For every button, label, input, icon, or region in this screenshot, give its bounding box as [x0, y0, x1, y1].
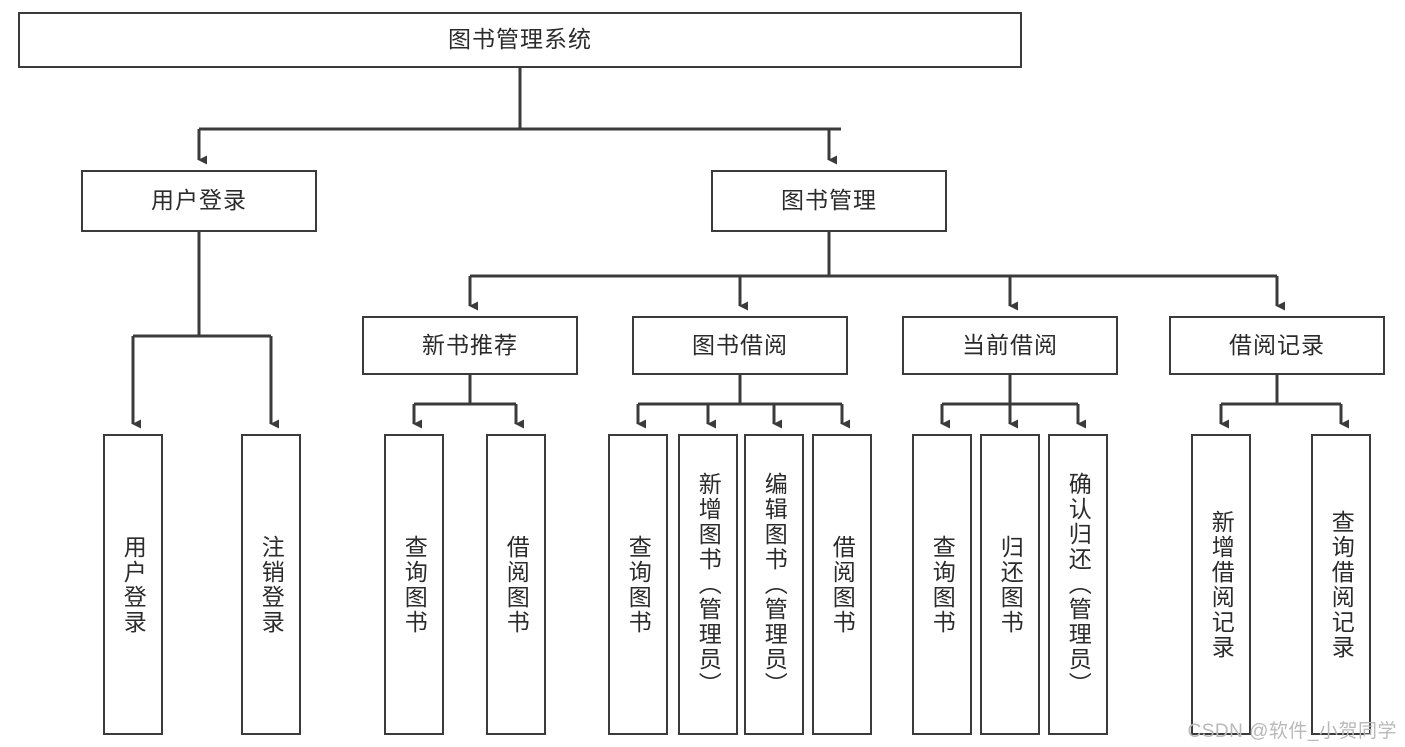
node-root-label: 图书管理系统 [448, 26, 592, 53]
leaf-borrow-borrow-book[interactable]: 借阅图书 [812, 434, 872, 735]
node-book-borrow-label: 图书借阅 [692, 331, 788, 358]
leaf-record-add-record[interactable]: 新增借阅记录 [1191, 434, 1251, 735]
node-new-book-recommend[interactable]: 新书推荐 [362, 316, 578, 375]
leaf-label: 借阅图书 [503, 534, 530, 635]
leaf-label: 新增图书（管理员） [695, 472, 722, 697]
node-user-login[interactable]: 用户登录 [81, 170, 317, 232]
leaf-label: 归还图书 [997, 534, 1024, 635]
node-book-management-label: 图书管理 [781, 187, 877, 214]
leaf-borrow-query-book[interactable]: 查询图书 [608, 434, 668, 735]
node-current-borrow[interactable]: 当前借阅 [902, 316, 1118, 375]
leaf-label: 编辑图书（管理员） [761, 472, 788, 697]
leaf-record-query-record[interactable]: 查询借阅记录 [1311, 434, 1371, 735]
node-book-management[interactable]: 图书管理 [711, 170, 947, 232]
leaf-label: 查询图书 [929, 534, 956, 635]
leaf-recommend-query-book[interactable]: 查询图书 [384, 434, 444, 735]
leaf-current-return-book[interactable]: 归还图书 [980, 434, 1040, 735]
leaf-label: 确认归还（管理员） [1065, 472, 1092, 697]
node-borrow-record[interactable]: 借阅记录 [1169, 316, 1385, 375]
watermark: CSDN @软件_小贺同学 [1187, 721, 1397, 742]
leaf-label: 查询借阅记录 [1328, 509, 1355, 660]
node-user-login-label: 用户登录 [151, 187, 247, 214]
node-current-borrow-label: 当前借阅 [962, 331, 1058, 358]
leaf-user-login-login[interactable]: 用户登录 [103, 434, 163, 735]
node-new-book-recommend-label: 新书推荐 [422, 331, 518, 358]
leaf-current-confirm-return-admin[interactable]: 确认归还（管理员） [1048, 434, 1108, 735]
leaf-label: 注销登录 [258, 534, 285, 635]
leaf-label: 查询图书 [401, 534, 428, 635]
leaf-label: 查询图书 [625, 534, 652, 635]
leaf-borrow-edit-book-admin[interactable]: 编辑图书（管理员） [744, 434, 804, 735]
node-root[interactable]: 图书管理系统 [18, 12, 1022, 68]
leaf-borrow-add-book-admin[interactable]: 新增图书（管理员） [678, 434, 738, 735]
leaf-user-login-logout[interactable]: 注销登录 [241, 434, 301, 735]
node-book-borrow[interactable]: 图书借阅 [632, 316, 848, 375]
leaf-recommend-borrow-book[interactable]: 借阅图书 [486, 434, 546, 735]
node-borrow-record-label: 借阅记录 [1229, 331, 1325, 358]
leaf-current-query-book[interactable]: 查询图书 [912, 434, 972, 735]
leaf-label: 借阅图书 [829, 534, 856, 635]
leaf-label: 新增借阅记录 [1208, 509, 1235, 660]
leaf-label: 用户登录 [120, 534, 147, 635]
